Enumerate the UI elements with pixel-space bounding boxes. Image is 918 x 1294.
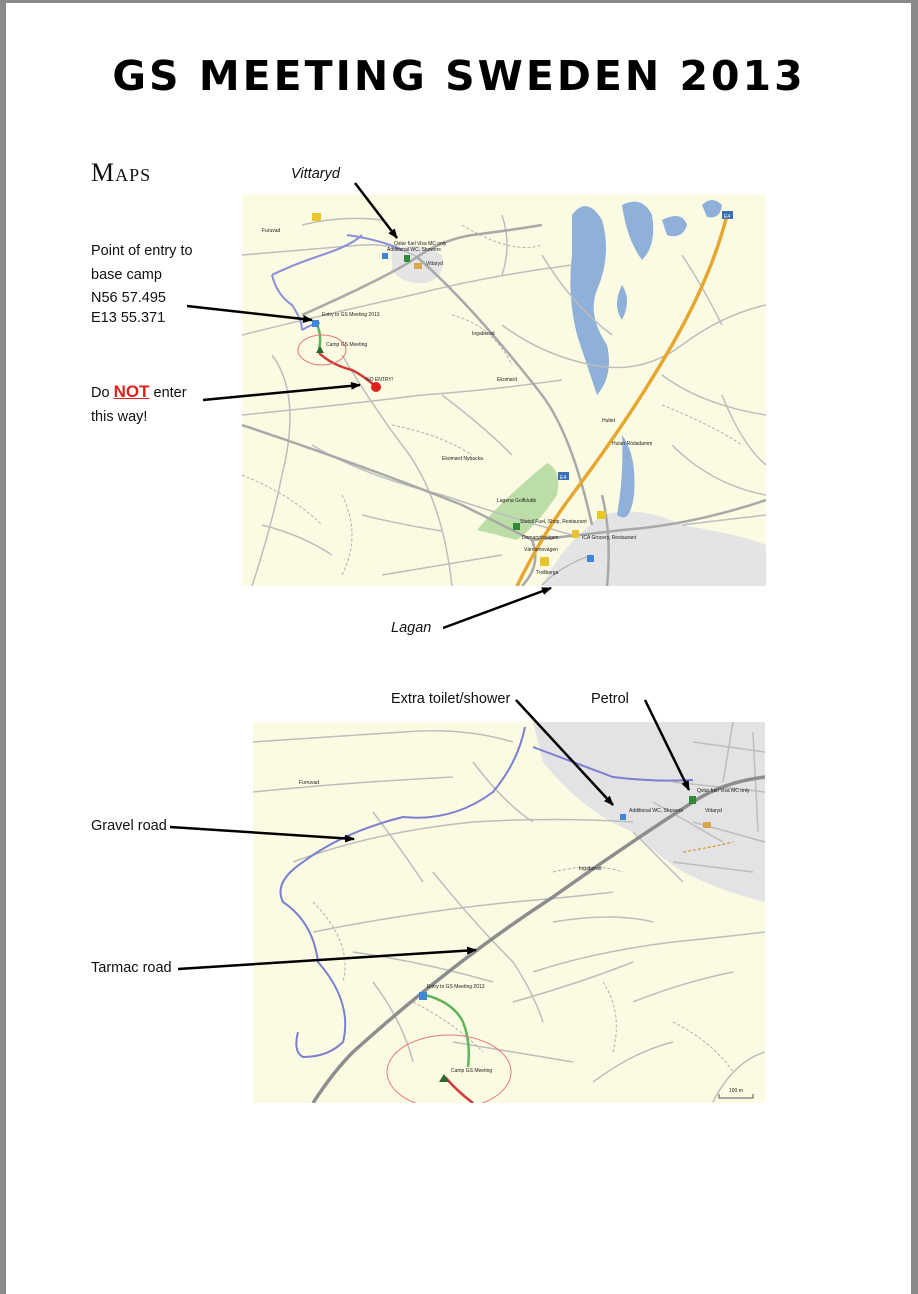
map1-highway-label-2: E4 <box>560 475 566 481</box>
entry-marker <box>312 320 319 327</box>
gravel-route-north <box>532 746 694 782</box>
arrow-tarmac <box>177 946 477 971</box>
gravel-route <box>271 234 403 331</box>
map1-road-1: Ekomard <box>497 377 517 383</box>
tracks <box>312 866 734 1073</box>
arrow-vittaryd <box>354 182 398 239</box>
callout-warning-line2: this way! <box>91 409 148 425</box>
entry-marker <box>419 992 427 1000</box>
mcdonalds-icon <box>540 557 549 566</box>
fuel-pump-icon-2 <box>597 511 606 519</box>
gravel-route <box>279 726 526 1059</box>
orange-track <box>682 841 734 853</box>
map2-town-label: Vittaryd <box>705 808 722 814</box>
tracks <box>242 224 743 576</box>
warning-suffix: enter <box>153 385 187 401</box>
fuel-pump-icon <box>689 796 696 804</box>
lake-water <box>570 200 722 518</box>
golf-course-area <box>477 463 559 540</box>
camp-tent-icon <box>439 1074 449 1082</box>
map2-camp-label: Camp GS Meeting <box>451 1068 492 1074</box>
warning-prefix: Do <box>91 385 110 401</box>
callout-entry-line1: Point of entry to <box>91 243 193 259</box>
map1-camp-label: Camp GS Meeting <box>326 342 367 348</box>
red-no-entry-route <box>318 352 375 386</box>
callout-lagan: Lagan <box>391 620 432 636</box>
info-icon-2 <box>587 555 594 562</box>
statoil-icon <box>513 523 520 530</box>
callout-gravel: Gravel road <box>91 818 167 834</box>
no-entry-marker <box>371 382 381 392</box>
callout-entry-coord1: N56 57.495 <box>91 290 166 306</box>
map-detail: Qstar fuel Visa MC only Additional WC, S… <box>253 722 765 1103</box>
scale-bar <box>718 1094 754 1099</box>
map1-vittaryd-poi: Qstar fuel Visa MC only <box>394 241 447 247</box>
map1-road-2: Domarydsvägen <box>522 535 559 541</box>
map1-vittaryd-wc: Additional WC, Showers <box>387 247 441 253</box>
e4-shield-icon-2 <box>558 472 569 480</box>
minor-roads <box>253 722 765 1103</box>
map-overview: Entry to GS Meeting 2013 Camp GS Meeting… <box>242 195 766 586</box>
map1-road-7: Hulan Rödadamm <box>612 441 652 447</box>
arrow-no-entry <box>202 381 361 402</box>
camp-circle <box>386 1034 512 1103</box>
callout-warning: Do NOT enter <box>91 381 187 405</box>
map2-entry-label: Entry to GS Meeting 2013 <box>427 984 485 990</box>
map1-lagena: Lagena Golfklubb <box>497 498 536 504</box>
camp-tent-icon <box>316 346 324 353</box>
map1-road-6: Furuvad <box>262 228 281 234</box>
callout-petrol: Petrol <box>591 691 629 707</box>
restaurant-icon <box>414 263 422 269</box>
map2-wc-label: Additional WC, Showers <box>629 808 683 814</box>
map1-road-8: Ekomard Nybacka <box>442 456 483 462</box>
green-entry-route <box>424 993 471 1068</box>
restaurant-icon <box>703 822 711 828</box>
arrow-extra-toilet <box>515 699 614 806</box>
info-icon <box>620 814 626 820</box>
callout-extra-toilet: Extra toilet/shower <box>391 691 511 707</box>
arrow-entry <box>186 304 313 323</box>
main-roads <box>242 223 766 586</box>
map1-highway-label: E4 <box>724 214 730 220</box>
highway-e4 <box>515 214 729 586</box>
page-title: GS MEETING SWEDEN 2013 <box>112 52 806 100</box>
cafe-icon <box>312 213 321 221</box>
arrow-lagan <box>442 586 552 630</box>
map2-road1-label: Furruvad <box>299 780 319 786</box>
callout-entry-coord2: E13 55.371 <box>91 310 166 326</box>
callout-vittaryd: Vittaryd <box>291 166 340 182</box>
camp-circle <box>297 334 347 366</box>
map2-road2-label: Ingaberad <box>579 866 602 872</box>
map1-road-3: Värnamovägen <box>524 547 558 553</box>
map1-road-5: Trollberga <box>536 570 559 576</box>
warning-not: NOT <box>113 382 150 401</box>
arrow-petrol <box>643 699 691 791</box>
map2-scale-label: 100 m <box>729 1088 743 1094</box>
lagan-town-area <box>542 511 766 586</box>
ica-icon <box>572 530 579 538</box>
map1-road-0: Hultet <box>602 418 616 424</box>
fuel-pump-icon <box>404 255 410 262</box>
vittaryd-town-area <box>533 722 765 902</box>
map1-no-entry-label: NO ENTRY! <box>366 377 393 383</box>
arrow-gravel <box>169 825 355 843</box>
e4-shield-icon <box>722 211 733 219</box>
map1-road-4: Ingaberad <box>472 331 495 337</box>
callout-tarmac: Tarmac road <box>91 960 172 976</box>
map2-fuel-label: Qstar fuel Visa MC only <box>697 788 750 794</box>
section-heading: Maps <box>91 158 152 187</box>
info-icon <box>382 253 388 259</box>
map1-statoil: Statoil Fuel, Shop, Restaurant <box>520 519 587 525</box>
map1-ica: ICA Grocery, Restaurant <box>582 535 637 541</box>
map1-vittaryd-town: Vittaryd <box>426 261 443 267</box>
map1-entry-label: Entry to GS Meeting 2013 <box>322 312 380 318</box>
callout-entry-line2: base camp <box>91 267 162 283</box>
tarmac-road <box>311 775 765 1103</box>
